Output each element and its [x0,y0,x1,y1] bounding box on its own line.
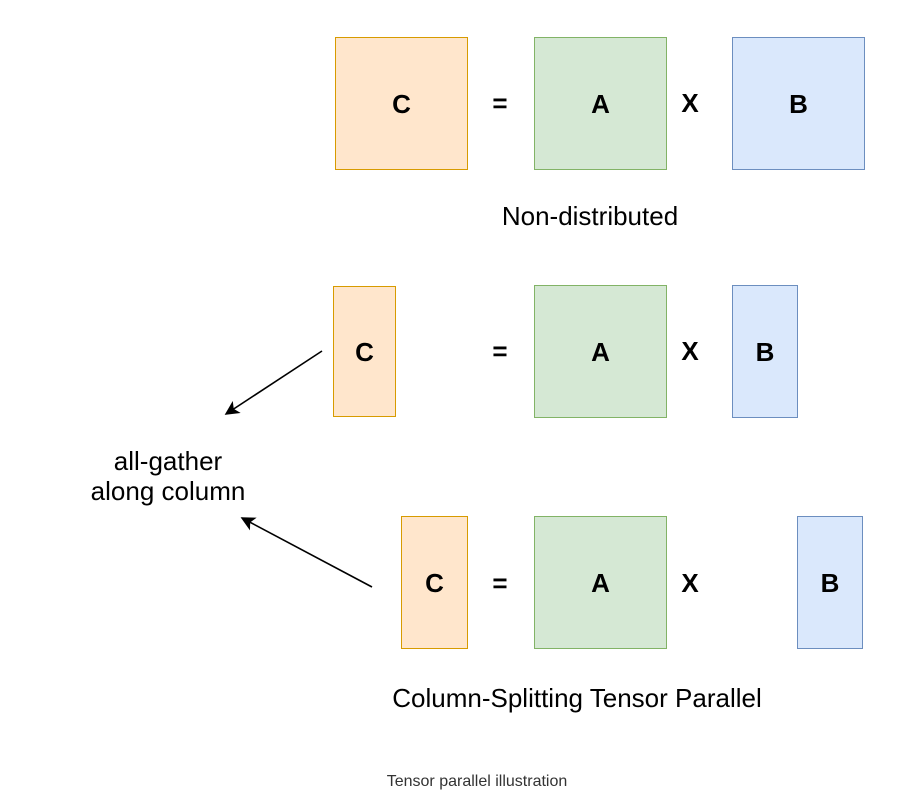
matrix-b-shard1-box: B [797,516,863,649]
all-gather-line2: along column [90,476,246,506]
column-splitting-label: Column-Splitting Tensor Parallel [392,683,762,713]
matrix-a-row3-box: A [534,516,667,649]
matrix-a-full-box: A [534,37,667,170]
matrix-c-shard0-box: C [333,286,396,417]
equals-sign-row3: = [492,568,508,598]
matrix-c-label: C [392,88,411,119]
multiply-sign-row2: X [681,336,699,366]
non-distributed-label: Non-distributed [501,201,679,231]
matrix-b-label: B [789,88,808,119]
matrix-b-shard0-box: B [732,285,798,418]
matrix-a-row2-box: A [534,285,667,418]
multiply-sign-row1: X [681,88,699,118]
multiply-sign-row3: X [681,568,699,598]
all-gather-annotation: all-gather along column [91,446,246,506]
matrix-b-full-box: B [732,37,865,170]
matrix-a-label: A [591,88,610,119]
arrow-row2-c-to-allgather [224,350,323,415]
arrow-row3-c-to-allgather [240,517,373,588]
matrix-c-full-box: C [335,37,468,170]
matrix-c-shard1-label: C [425,567,444,598]
equals-sign-row2: = [492,336,508,366]
matrix-c-shard1-box: C [401,516,468,649]
matrix-a-row3-label: A [591,567,610,598]
matrix-a-row2-label: A [591,336,610,367]
equals-sign-row1: = [492,88,508,118]
figure-caption: Tensor parallel illustration [386,773,568,790]
all-gather-line1: all-gather [113,446,223,476]
matrix-b-shard0-label: B [755,336,775,367]
matrix-b-shard1-label: B [820,567,840,598]
matrix-c-shard0-label: C [355,336,374,367]
